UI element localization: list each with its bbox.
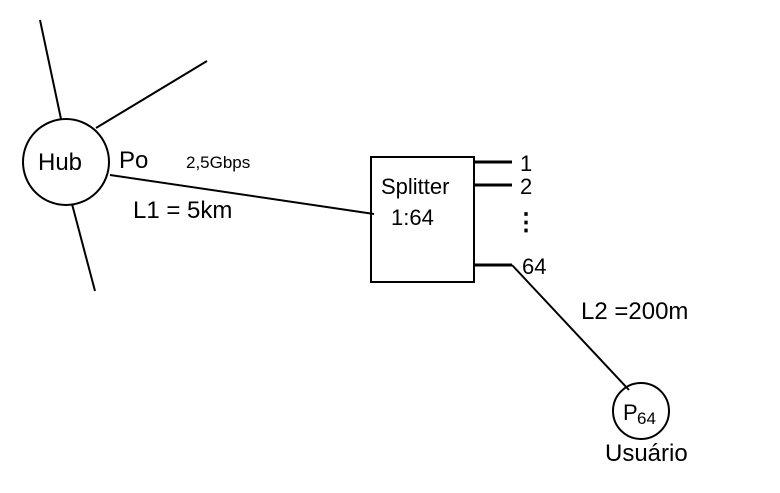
output-port-64-label: 64	[522, 254, 546, 279]
splitter-ratio: 1:64	[391, 205, 434, 230]
user-node	[612, 382, 670, 440]
splitter-box	[370, 156, 475, 283]
output-port-2-label: 2	[520, 174, 532, 199]
splitter-label: Splitter	[381, 174, 449, 199]
feeder-fiber-l1	[109, 174, 375, 215]
hub-spoke-top	[39, 19, 62, 120]
user-label: Usuário	[605, 440, 688, 467]
l2-label: L2 =200m	[581, 298, 688, 325]
drop-fiber-l2	[511, 264, 630, 391]
user-p-label: P	[623, 400, 638, 425]
bitrate-label: 2,5Gbps	[186, 153, 250, 172]
user-sub-label: 64	[637, 409, 656, 428]
output-ports-ellipsis: ⋮	[514, 209, 538, 236]
hub-node	[22, 118, 110, 206]
hub-spoke-upper-right	[95, 60, 208, 129]
hub-spoke-bottom	[71, 203, 96, 292]
hub-label: Hub	[38, 149, 82, 176]
output-port-1-label: 1	[520, 151, 532, 176]
po-label: Po	[119, 147, 148, 174]
l1-label: L1 = 5km	[133, 197, 232, 224]
